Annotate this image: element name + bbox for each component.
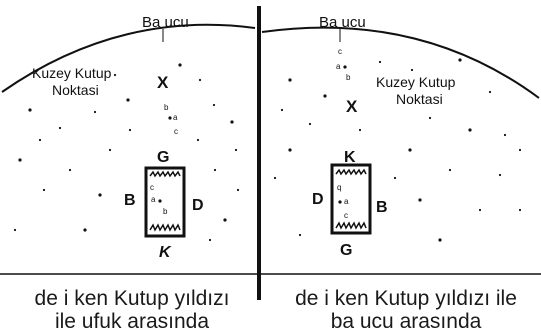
star-dot [323,94,327,98]
left-box-star-label-c: c [150,183,154,192]
star-dot [273,176,277,180]
right-field-box [330,163,372,235]
star-dot [468,128,472,132]
right-box-right-letter: B [376,199,388,216]
star-dot [113,73,117,77]
star-dot [58,126,62,130]
star-dot [42,188,46,192]
right-box-star-a [338,200,342,204]
left-star-label-c: c [174,127,178,136]
star-dot [358,128,362,132]
star-dot [378,60,382,64]
star-dot [503,133,507,137]
star-dot [408,148,412,152]
star-dot [488,90,492,94]
right-star-label-b: b [346,73,351,82]
left-box-top-trees [149,170,181,178]
star-dot [213,168,217,172]
star-dot [418,198,422,202]
star-dot [438,238,442,242]
star-dot [230,120,234,124]
star-dot [308,122,312,126]
right-box-star-label-c: c [344,211,348,220]
left-star-field [13,63,240,242]
star-dot [458,58,462,62]
star-dot [448,168,452,172]
star-dot [108,148,112,152]
left-zenith-label: Ba ucu [142,14,189,31]
star-dot [236,188,240,192]
star-dot [13,228,17,232]
right-pole-label-line2: Noktasi [396,91,443,107]
star-dot [126,98,130,102]
star-dot [223,218,227,222]
right-caption: de i ken Kutup yıldızı ile ba ucu arasın… [276,287,536,333]
star-dot [288,148,292,152]
left-box-right-letter: D [192,197,204,214]
star-dot [198,78,202,82]
star-dot [18,158,22,162]
left-box-left-letter: B [124,192,136,209]
right-sky-dome [261,26,540,99]
left-pole-label-line2: Noktasi [52,82,99,98]
star-dot [128,128,132,132]
left-caption: de i ken Kutup yıldızı ile ufuk arasında [2,287,262,333]
left-pole-marker: X [157,73,169,92]
right-caption-line2: ba ucu arasında [330,310,482,333]
right-box-top-letter: K [344,149,356,166]
star-dot [178,63,182,67]
star-dot [38,138,42,142]
right-box-bottom-trees [335,221,367,230]
left-box-bottom-letter: K [159,244,172,261]
right-box-star-label-q: q [337,183,341,192]
star-dot [208,238,212,242]
star-dot [393,176,397,180]
star-dot [410,68,414,72]
right-caption-line1: de i ken Kutup yıldızı ile [295,287,517,310]
star-dot [518,208,522,212]
left-star-a [168,116,172,120]
right-box-left-letter: D [312,191,324,208]
star-dot [93,110,97,114]
star-dot [98,193,102,197]
left-box-star-label-b: b [163,207,168,216]
left-caption-line1: de i ken Kutup yıldızı [34,287,230,310]
left-caption-line2: ile ufuk arasında [54,310,210,333]
right-panel: Ba ucu c a b Kuzey Kutup Noktasi X K q a… [261,14,540,259]
right-star-label-a: a [336,62,341,71]
left-box-bottom-trees [149,223,181,232]
star-dot [28,108,32,112]
right-zenith-label: Ba ucu [319,14,366,31]
star-dot [68,168,72,172]
right-star-label-c: c [338,47,342,56]
right-box-bottom-letter: G [340,242,352,259]
right-pole-marker: X [346,97,358,116]
star-dot [234,148,238,152]
left-box-star-a [158,199,162,203]
right-box-star-label-a: a [344,197,349,206]
star-dot [196,138,200,142]
star-dot [518,148,522,152]
star-dot [288,78,292,82]
star-dot [83,228,87,232]
star-dot [478,208,482,212]
left-panel: Ba ucu Kuzey Kutup Noktasi X b a c G c a… [1,14,256,261]
left-star-label-b: b [164,103,169,112]
star-dot [280,108,284,112]
star-dot [212,103,216,107]
right-star-a [343,65,347,69]
star-dot [498,173,502,177]
left-pole-label-line1: Kuzey Kutup [32,65,112,81]
left-box-star-label-a: a [151,195,156,204]
star-dot [428,116,432,120]
left-box-top-letter: G [157,149,169,166]
star-dot [298,233,302,237]
right-star-field [273,58,522,242]
right-pole-label-line1: Kuzey Kutup [376,74,456,90]
left-sky-dome [1,23,256,93]
left-star-label-a: a [173,113,178,122]
right-box-top-trees [335,168,367,176]
